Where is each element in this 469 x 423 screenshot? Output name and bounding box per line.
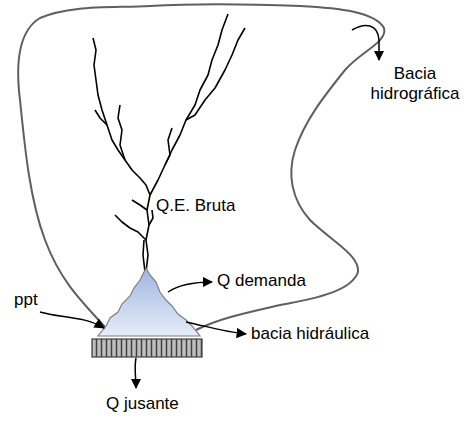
flow-label: Q.E. Bruta <box>156 196 235 216</box>
region-label: bacia hidráulica <box>251 324 369 344</box>
river-network <box>93 14 245 272</box>
flow-label: Q demanda <box>217 271 306 291</box>
reservoir <box>98 268 200 336</box>
flow-label: Q jusante <box>106 394 179 414</box>
dam <box>92 339 202 357</box>
leader-arrows <box>40 25 379 388</box>
region-label: Bacia hidrográfica <box>364 64 466 104</box>
flow-label: ppt <box>14 290 38 310</box>
watershed-outline <box>18 4 384 330</box>
